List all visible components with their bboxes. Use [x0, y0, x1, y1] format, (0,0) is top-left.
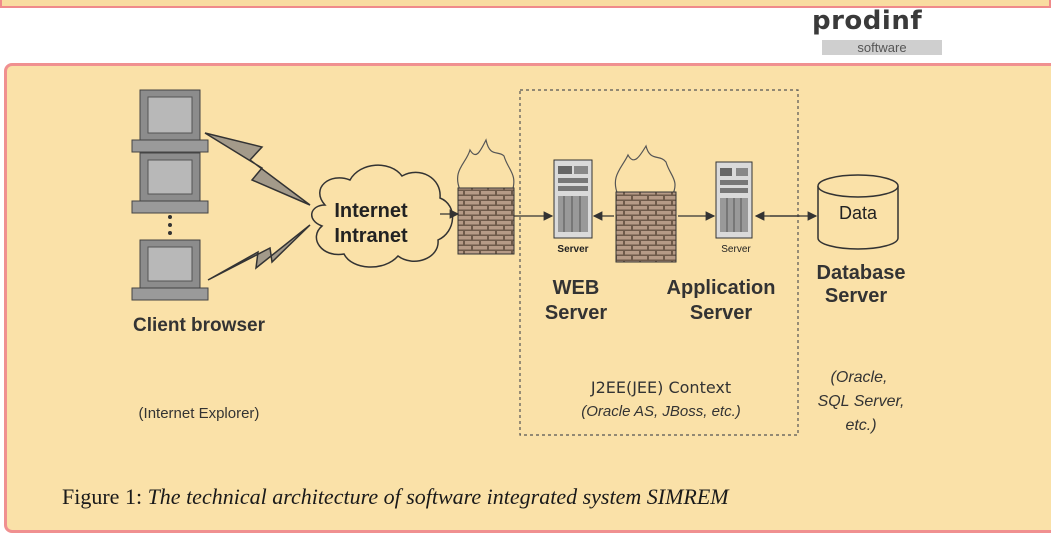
client-computer-3-icon: [131, 239, 209, 301]
database-detail-line2: SQL Server,: [818, 393, 905, 410]
firewall-2-icon: [614, 144, 677, 263]
internet-cloud-icon: [311, 164, 454, 268]
web-server-tag: Server: [557, 244, 588, 255]
app-server-tag: Server: [721, 244, 751, 255]
cloud-label-line1: Internet: [334, 200, 408, 222]
logo-tagline-bar: software: [822, 40, 942, 55]
figure-caption: Figure 1: The technical architecture of …: [62, 484, 729, 510]
database-label-line2: Server: [825, 285, 887, 307]
logo-name: prodinf: [812, 6, 923, 36]
web-server-label-line1: WEB: [553, 277, 600, 299]
lightning-bolt-lower-icon: [207, 224, 311, 281]
database-cylinder-label: Data: [839, 203, 878, 223]
database-detail-line1: (Oracle,: [831, 369, 888, 386]
app-server-label-line1: Application: [667, 277, 776, 299]
client-browser-label: Client browser: [133, 315, 266, 336]
cloud-label-line2: Intranet: [334, 225, 408, 247]
prodinf-logo: prodinf software: [812, 6, 942, 56]
client-computer-2-icon: [131, 152, 209, 214]
client-computer-1-icon: [131, 89, 209, 153]
lightning-bolt-upper-icon: [204, 132, 311, 206]
firewall-1-icon: [457, 138, 515, 255]
caption-text: The technical architecture of software i…: [147, 484, 729, 509]
j2ee-context-detail: (Oracle AS, JBoss, etc.): [581, 403, 741, 420]
client-ellipsis-icon: [168, 215, 172, 235]
app-server-label-line2: Server: [690, 302, 752, 324]
app-server-icon: [715, 161, 753, 239]
database-label-line1: Database: [817, 262, 906, 284]
caption-prefix: Figure 1:: [62, 484, 148, 509]
top-banner: [0, 0, 1051, 8]
web-server-icon: [553, 159, 593, 239]
j2ee-context-title: J2EE(JEE) Context: [590, 378, 731, 397]
database-cylinder-icon: [817, 174, 899, 250]
architecture-diagram: Internet Intranet Server Server: [131, 89, 906, 436]
web-server-label-line2: Server: [545, 302, 607, 324]
logo-tagline: software: [857, 40, 907, 55]
database-detail-line3: etc.): [845, 417, 876, 434]
j2ee-context-box: [519, 89, 799, 436]
client-browser-detail: (Internet Explorer): [139, 405, 260, 422]
